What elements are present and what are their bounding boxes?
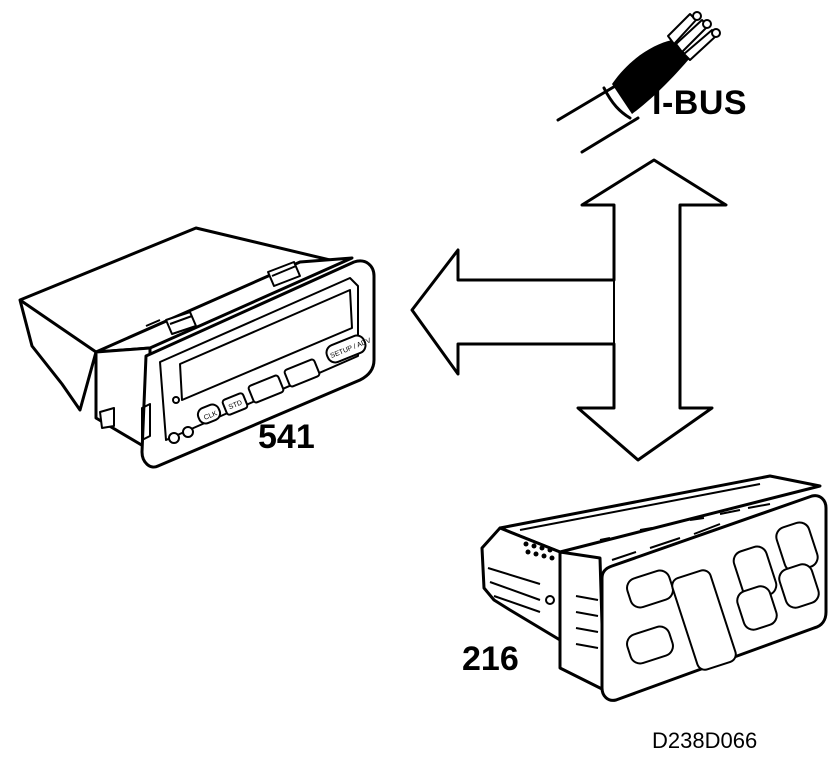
unit-216-illustration [480, 474, 828, 702]
bus-connection-arrow [410, 158, 728, 462]
unit-216-label: 216 [462, 640, 519, 678]
std-button-label: STD [228, 400, 244, 412]
figure-code-label: D238D066 [652, 728, 758, 753]
unit-541-illustration: CLK STD SETUP / ADV [18, 226, 376, 469]
ibus-cable-icon [556, 11, 721, 154]
unit-541-label: 541 [258, 418, 315, 456]
ibus-label: I-BUS [652, 84, 748, 122]
clk-button-label: CLK [203, 410, 219, 422]
